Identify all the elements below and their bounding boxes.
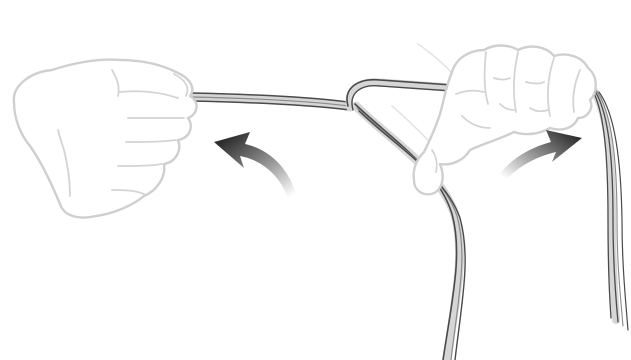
right-hand bbox=[412, 44, 597, 196]
curved-arrow-up-left-icon bbox=[214, 132, 298, 204]
left-hand bbox=[12, 58, 198, 219]
rope-hanging-strand bbox=[351, 101, 466, 360]
curved-arrow-up-right-icon bbox=[498, 130, 582, 182]
rope-loop bbox=[345, 78, 470, 112]
rope-left-strand bbox=[187, 92, 353, 111]
rope-right-strands bbox=[588, 84, 629, 331]
